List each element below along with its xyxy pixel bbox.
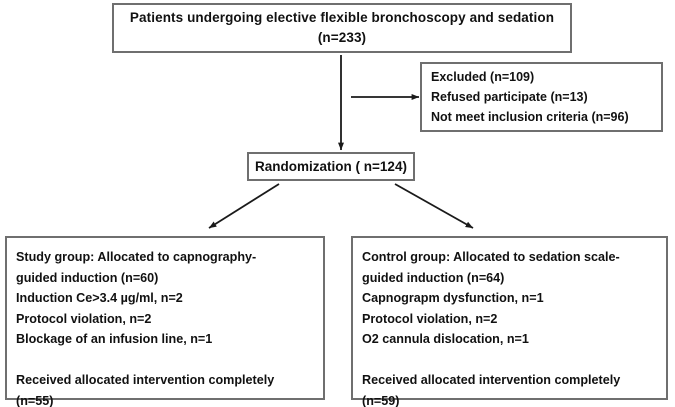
randomization-box-text: Randomization ( n=124) bbox=[255, 159, 407, 174]
control-group-box: Control group: Allocated to sedation sca… bbox=[351, 236, 668, 407]
enrollment-box: Patients undergoing elective flexible br… bbox=[112, 3, 572, 53]
control-group-box-text: Control group: Allocated to sedation sca… bbox=[362, 250, 621, 407]
excluded-box: Excluded (n=109) Refused participate (n=… bbox=[420, 62, 663, 132]
study-group-box-text: Study group: Allocated to capnography- g… bbox=[16, 250, 275, 407]
excluded-box-text: Excluded (n=109) Refused participate (n=… bbox=[431, 70, 629, 124]
enrollment-box-text: Patients undergoing elective flexible br… bbox=[129, 10, 555, 45]
arrow-randomization-to-study-group bbox=[208, 183, 280, 229]
randomization-box: Randomization ( n=124) bbox=[247, 152, 415, 181]
study-group-box: Study group: Allocated to capnography- g… bbox=[5, 236, 325, 407]
arrow-randomization-to-control-group bbox=[394, 183, 474, 229]
